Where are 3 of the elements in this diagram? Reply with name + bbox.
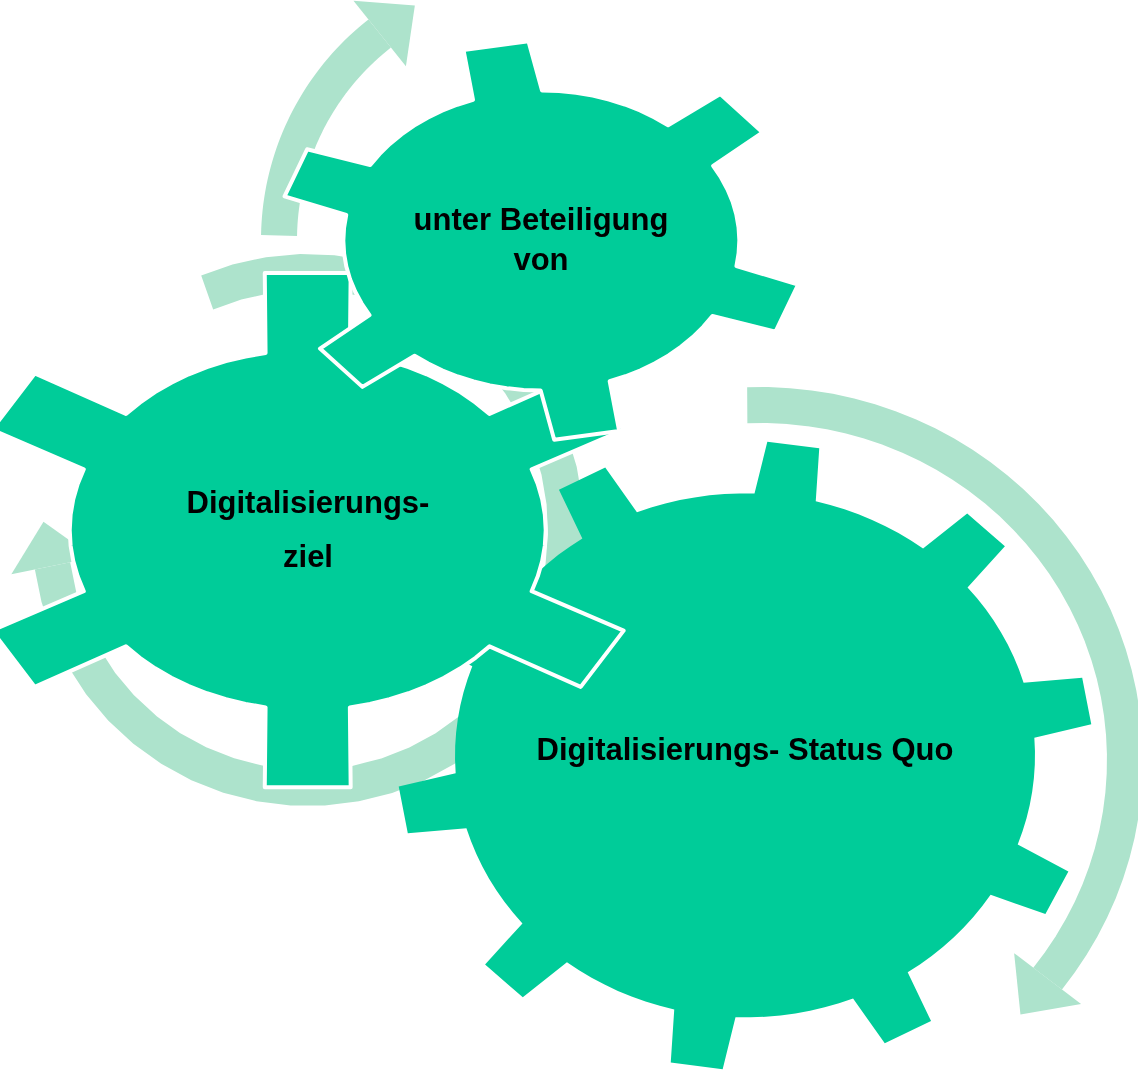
gear-label: Digitalisierungs- Status Quo — [535, 731, 955, 769]
gear-label: Digitalisierungs- ziel — [185, 484, 431, 576]
gear-label: unter Beteiligung von — [412, 201, 670, 279]
